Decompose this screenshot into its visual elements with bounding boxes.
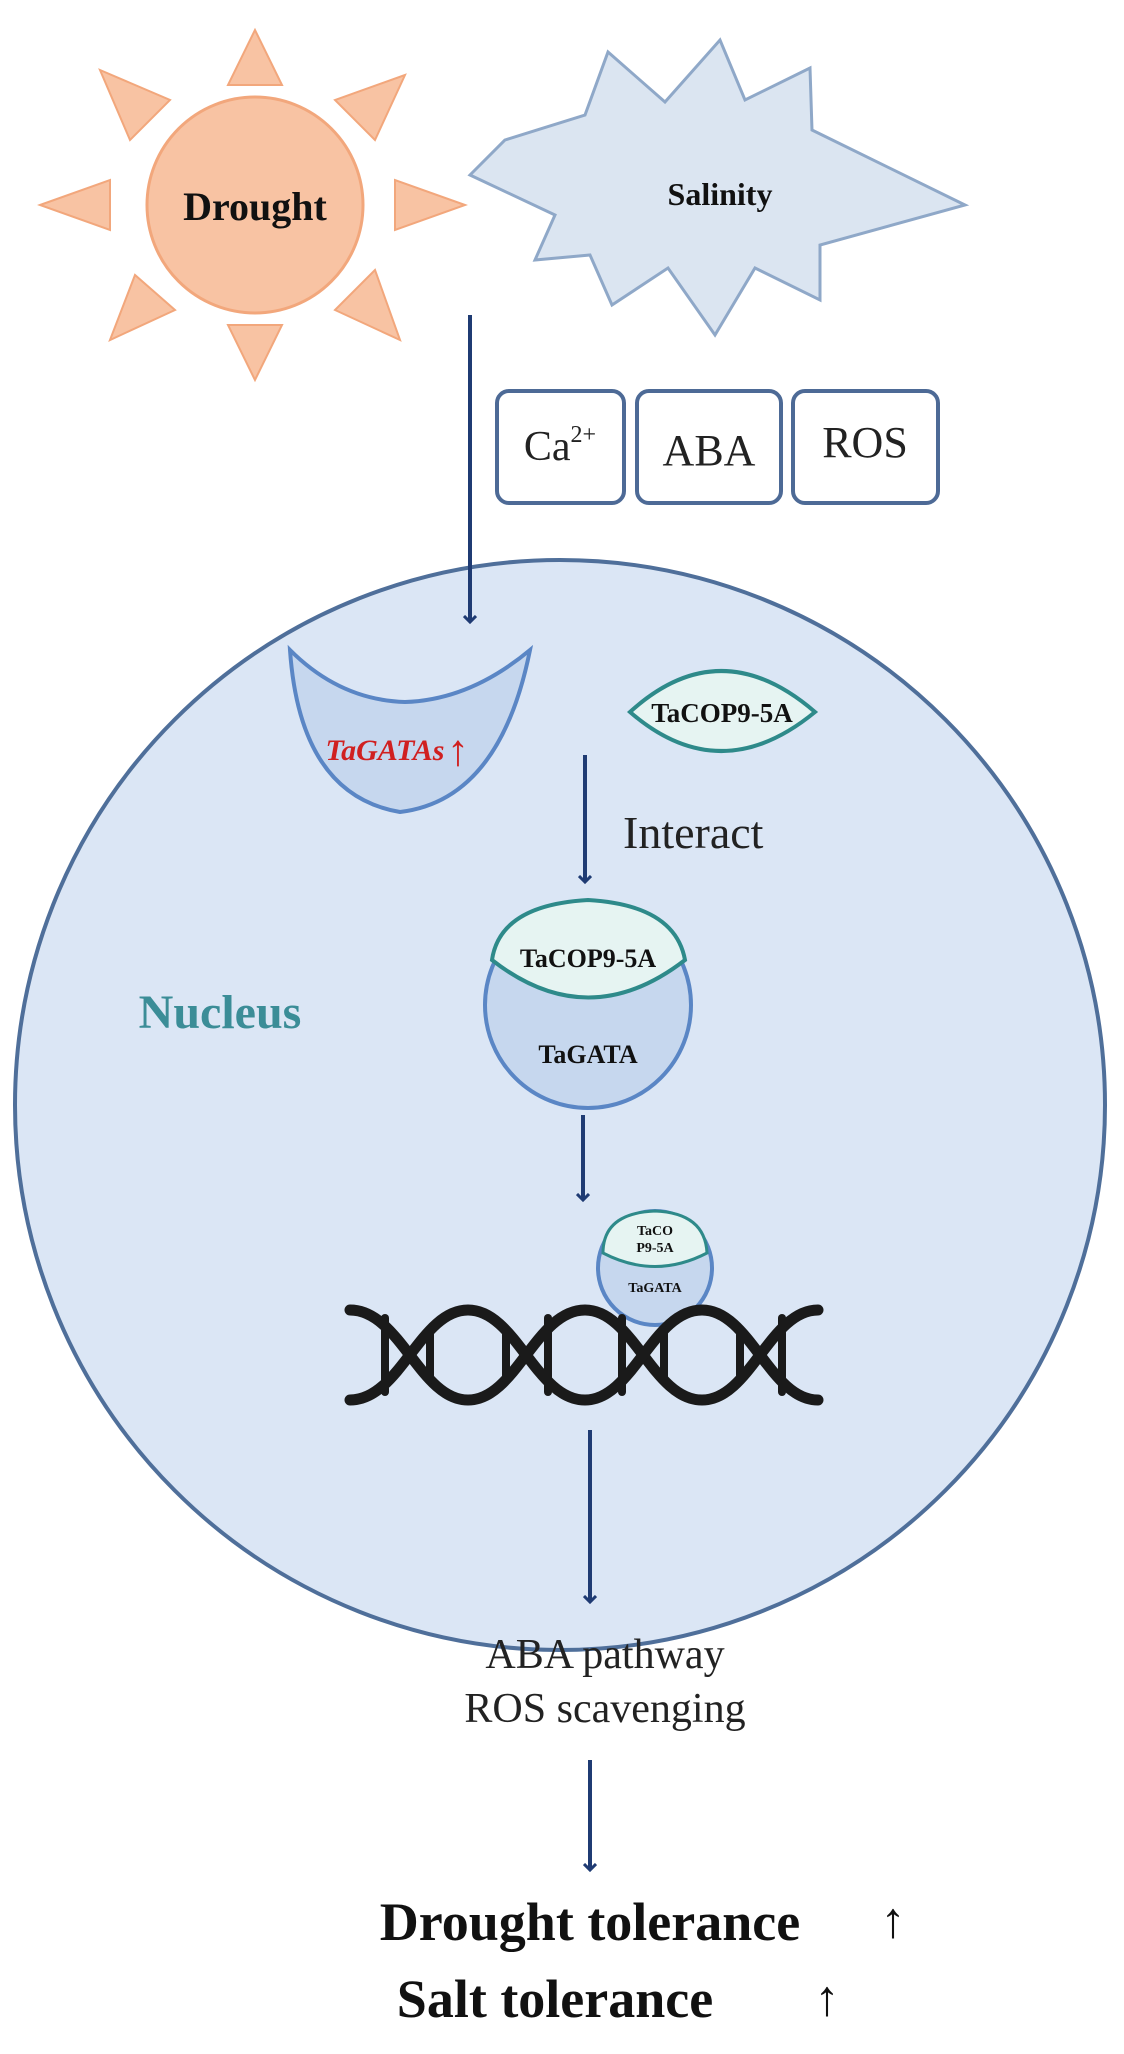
sun-ray [333,268,402,342]
complex-large: TaCOP9-5A TaGATA [483,897,693,1110]
interact-label: Interact [623,807,764,858]
pathway-line-1: ABA pathway [485,1632,724,1678]
drought-label: Drought [183,184,327,229]
tagatas-label: TaGATAs [326,734,445,767]
pathway-line-2: ROS scavenging [464,1686,745,1732]
salt-tolerance-label: Salt tolerance [397,1969,713,2029]
tacop-free: TaCOP9-5A [626,669,819,753]
complex-small-tacop-label-2: P9-5A [636,1241,674,1256]
dna-helix-icon [344,1304,824,1406]
sun-ray [226,324,284,383]
tagatas-shape [287,644,534,815]
ca-box: Ca2+ [495,389,626,505]
ca-label: Ca2+ [524,422,596,470]
ros-label: ROS [822,418,908,467]
sun-ray [333,73,407,142]
nucleus-label: Nucleus [139,986,302,1039]
complex-large-tacop [489,897,688,1000]
sun-ray [98,68,172,142]
sun-rays [37,27,468,383]
complex-small: TaCO P9-5A TaGATA [596,1209,714,1327]
drought-tolerance-up-icon: ↑ [881,1892,906,1948]
salinity-shape [467,37,970,338]
tacop-free-label: TaCOP9-5A [651,698,793,728]
complex-large-tacop-label: TaCOP9-5A [520,944,656,973]
salinity-label: Salinity [668,176,773,212]
complex-small-tacop [601,1209,709,1268]
signal-boxes: Ca2+ ABA ROS [495,389,940,505]
salt-tolerance-up-icon: ↑ [815,1970,840,2026]
sun-ray [394,178,468,232]
ros-box-frame [791,389,940,505]
complex-small-tagata-label: TaGATA [628,1281,682,1296]
sun-ray [226,27,284,86]
salinity-burst: Salinity [467,37,970,338]
sun-ray [108,273,177,342]
tagatas-cup: TaGATAs ↑ [287,644,534,815]
drought-tolerance-label: Drought tolerance [380,1892,800,1952]
tacop-free-shape [626,669,819,753]
complex-large-tagata-label: TaGATA [538,1040,637,1069]
ros-box: ROS [791,389,940,505]
complex-small-tacop-label-1: TaCO [637,1224,673,1239]
ca-box-frame [495,389,626,505]
sun-core [145,95,365,315]
drought-sun: Drought [37,27,468,383]
aba-label: ABA [663,426,756,475]
tagatas-up-arrow-icon: ↑ [447,726,469,775]
aba-box-frame [635,389,783,505]
aba-box: ABA [635,389,783,505]
sun-ray [37,178,111,232]
